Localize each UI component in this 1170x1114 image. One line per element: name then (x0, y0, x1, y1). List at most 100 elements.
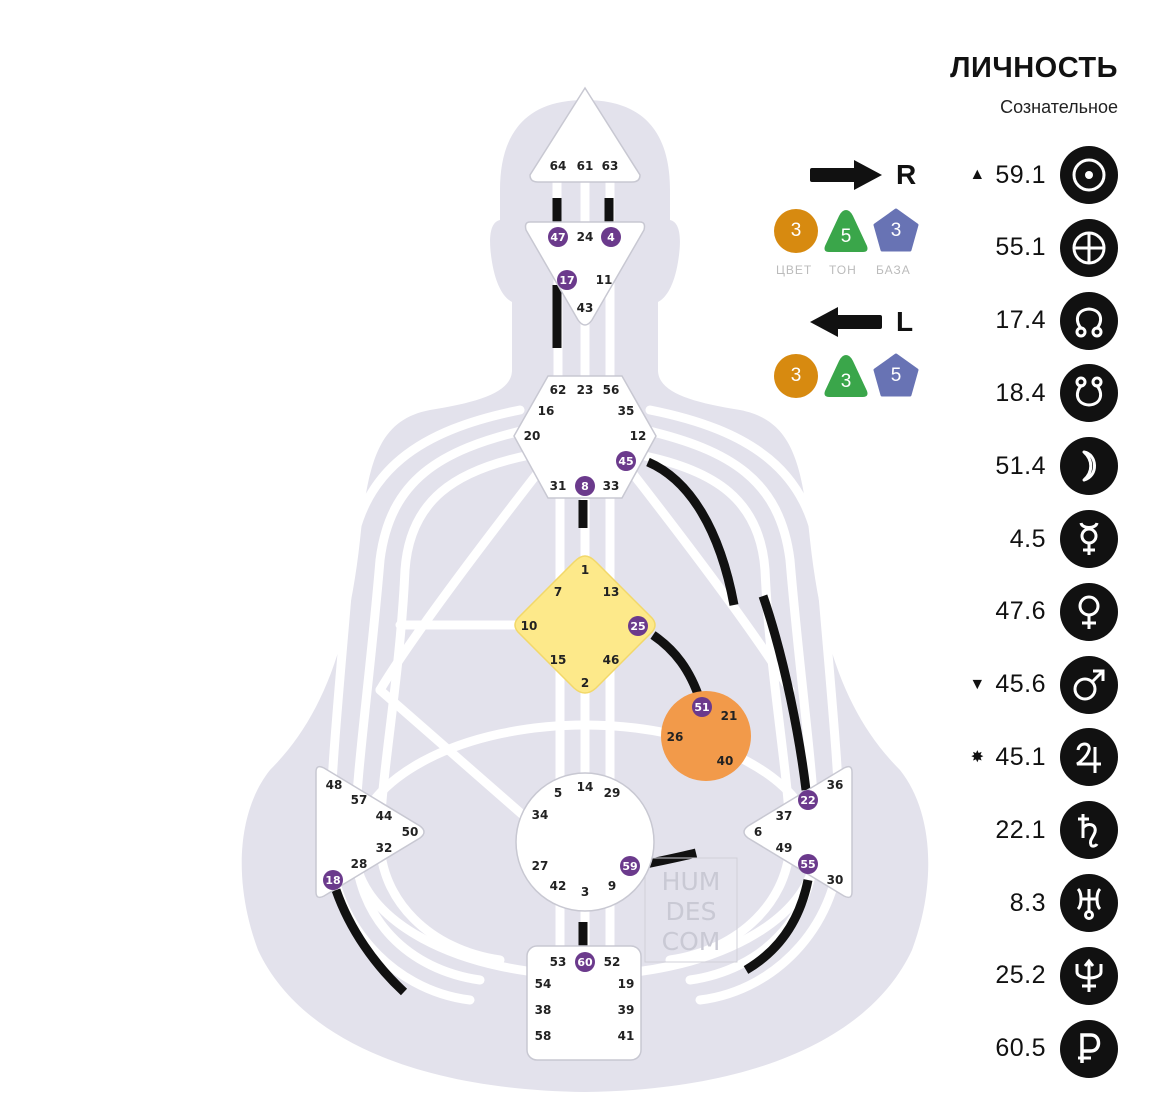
right-arrow-icon (810, 158, 882, 192)
gate-22[interactable]: 22 (798, 790, 818, 810)
gate-30[interactable]: 30 (827, 873, 844, 887)
gate-29[interactable]: 29 (604, 786, 621, 800)
gate-53[interactable]: 53 (550, 955, 567, 969)
south-node-icon (1060, 364, 1118, 422)
gate-number: 8 (581, 480, 589, 493)
gate-62[interactable]: 62 (550, 383, 567, 397)
gate-16[interactable]: 16 (538, 404, 555, 418)
gate-38[interactable]: 38 (535, 1003, 552, 1017)
gate-63[interactable]: 63 (602, 159, 619, 173)
gate-36[interactable]: 36 (827, 778, 844, 792)
gate-49[interactable]: 49 (776, 841, 793, 855)
gate-21[interactable]: 21 (721, 709, 738, 723)
left-arrow-letter: L (896, 306, 913, 338)
gate-number: 3 (581, 885, 589, 899)
gate-number: 26 (667, 730, 684, 744)
gate-number: 36 (827, 778, 844, 792)
gate-35[interactable]: 35 (618, 404, 635, 418)
gate-12[interactable]: 12 (630, 429, 647, 443)
gate-3[interactable]: 3 (581, 885, 589, 899)
gate-60[interactable]: 60 (575, 952, 595, 972)
gate-number: 37 (776, 809, 793, 823)
gate-33[interactable]: 33 (603, 479, 620, 493)
gate-18[interactable]: 18 (323, 870, 343, 890)
gate-number: 32 (376, 841, 393, 855)
gate-5[interactable]: 5 (554, 786, 562, 800)
planet-row[interactable]: 55.1 (967, 219, 1118, 277)
gate-25[interactable]: 25 (628, 616, 648, 636)
gate-14[interactable]: 14 (577, 780, 594, 794)
gate-50[interactable]: 50 (402, 825, 419, 839)
gate-19[interactable]: 19 (618, 977, 635, 991)
gate-51[interactable]: 51 (692, 697, 712, 717)
planet-row[interactable]: 60.5 (967, 1020, 1118, 1078)
gate-11[interactable]: 11 (596, 273, 613, 287)
left-arrow-row: L (810, 305, 913, 339)
gate-17[interactable]: 17 (557, 270, 577, 290)
gate-number: 39 (618, 1003, 635, 1017)
gate-32[interactable]: 32 (376, 841, 393, 855)
gate-41[interactable]: 41 (618, 1029, 635, 1043)
gate-28[interactable]: 28 (351, 857, 368, 871)
gate-number: 18 (325, 874, 340, 887)
gate-61[interactable]: 61 (577, 159, 594, 173)
planet-row[interactable]: 18.4 (967, 364, 1118, 422)
gate-23[interactable]: 23 (577, 383, 594, 397)
gate-number: 61 (577, 159, 594, 173)
gate-39[interactable]: 39 (618, 1003, 635, 1017)
gate-2[interactable]: 2 (581, 676, 589, 690)
gate-number: 17 (559, 274, 574, 287)
gate-15[interactable]: 15 (550, 653, 567, 667)
gate-20[interactable]: 20 (524, 429, 541, 443)
planet-row[interactable]: 25.2 (967, 947, 1118, 1005)
gate-9[interactable]: 9 (608, 879, 616, 893)
gate-55[interactable]: 55 (798, 854, 818, 874)
watermark-line-1: HUM (662, 867, 721, 896)
gate-26[interactable]: 26 (667, 730, 684, 744)
gate-10[interactable]: 10 (521, 619, 538, 633)
gate-number: 63 (602, 159, 619, 173)
planet-value: 25.2 (995, 961, 1046, 990)
gate-7[interactable]: 7 (554, 585, 562, 599)
planet-marker: ▼ (967, 676, 987, 694)
gate-46[interactable]: 46 (603, 653, 620, 667)
planet-row[interactable]: ✸45.1 (967, 728, 1118, 786)
gate-13[interactable]: 13 (603, 585, 620, 599)
gate-4[interactable]: 4 (601, 227, 621, 247)
gate-59[interactable]: 59 (620, 856, 640, 876)
planet-row[interactable]: 17.4 (967, 292, 1118, 350)
gate-56[interactable]: 56 (603, 383, 620, 397)
gate-27[interactable]: 27 (532, 859, 549, 873)
gate-43[interactable]: 43 (577, 301, 594, 315)
gate-number: 42 (550, 879, 567, 893)
gate-31[interactable]: 31 (550, 479, 567, 493)
gate-24[interactable]: 24 (577, 230, 594, 244)
planet-row[interactable]: ▼45.6 (967, 656, 1118, 714)
gate-45[interactable]: 45 (616, 451, 636, 471)
gate-40[interactable]: 40 (717, 754, 734, 768)
planet-row[interactable]: 51.4 (967, 437, 1118, 495)
gate-34[interactable]: 34 (532, 808, 549, 822)
planet-row[interactable]: 8.3 (982, 874, 1118, 932)
gate-58[interactable]: 58 (535, 1029, 552, 1043)
gate-number: 20 (524, 429, 541, 443)
gate-number: 6 (754, 825, 762, 839)
gate-52[interactable]: 52 (604, 955, 621, 969)
planet-row[interactable]: 47.6 (967, 583, 1118, 641)
gate-42[interactable]: 42 (550, 879, 567, 893)
gate-8[interactable]: 8 (575, 476, 595, 496)
gate-number: 40 (717, 754, 734, 768)
gate-54[interactable]: 54 (535, 977, 552, 991)
color-badge: 3 (773, 353, 819, 399)
gate-37[interactable]: 37 (776, 809, 793, 823)
gate-44[interactable]: 44 (376, 809, 393, 823)
planet-row[interactable]: 4.5 (982, 510, 1118, 568)
gate-64[interactable]: 64 (550, 159, 567, 173)
gate-57[interactable]: 57 (351, 793, 368, 807)
planet-row[interactable]: 22.1 (967, 801, 1118, 859)
gate-6[interactable]: 6 (754, 825, 762, 839)
planet-row[interactable]: ▲59.1 (967, 146, 1118, 204)
gate-47[interactable]: 47 (548, 227, 568, 247)
gate-1[interactable]: 1 (581, 563, 589, 577)
gate-48[interactable]: 48 (326, 778, 343, 792)
